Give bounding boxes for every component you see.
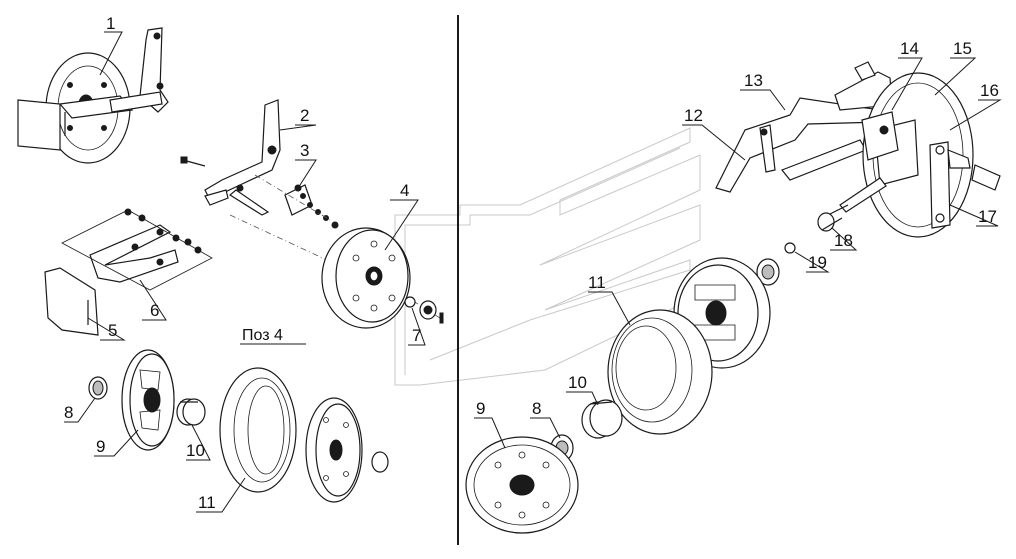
- callout-19: 19: [808, 253, 827, 272]
- callout-10-left: 10: [186, 441, 205, 460]
- part-disc-left: [305, 397, 389, 503]
- callout-17: 17: [978, 207, 997, 226]
- part-5-cover: [44, 267, 99, 336]
- part-6-bracket: [61, 208, 213, 291]
- part-10-sleeve-right: [581, 399, 623, 439]
- part-9-hub-left: [121, 349, 175, 451]
- callout-11-right: 11: [588, 273, 606, 292]
- callout-7: 7: [412, 326, 421, 345]
- part-11-tire-right: [607, 309, 713, 435]
- callout-9-left: 9: [96, 437, 105, 456]
- callout-9-right: 9: [476, 399, 485, 418]
- callout-11-left: 11: [198, 493, 216, 512]
- part-7-washer-nut: [404, 296, 444, 324]
- part-18-axle: [817, 177, 887, 232]
- callout-1: 1: [106, 14, 115, 33]
- callout-8-right: 8: [532, 399, 541, 418]
- callout-16: 16: [980, 81, 999, 100]
- callout-15: 15: [953, 39, 972, 58]
- part-3-pin-spring: [284, 184, 339, 229]
- callout-3: 3: [300, 141, 309, 160]
- axis-line-b: [254, 174, 331, 221]
- diagram-caption: Поз 4: [242, 327, 283, 344]
- part-9-hub-right: [465, 436, 579, 534]
- part-14-bracket: [861, 111, 899, 161]
- callout-10-right: 10: [568, 373, 587, 392]
- callout-18: 18: [834, 231, 853, 250]
- part-17-arm: [929, 141, 1001, 229]
- callout-6: 6: [150, 301, 159, 320]
- callout-8-left: 8: [64, 403, 73, 422]
- part-19-ring: [784, 242, 796, 254]
- callout-2: 2: [300, 106, 309, 125]
- part-2-bracket: [180, 99, 281, 216]
- callout-14: 14: [900, 39, 919, 58]
- part-4-wheel-disc: [321, 227, 411, 329]
- callout-labels: 1 2 3 4 5 6 7 8 9 10 11 8 9 10 11 12 13 …: [64, 14, 999, 512]
- part-10-sleeve-left: [176, 398, 206, 426]
- callout-13: 13: [744, 71, 763, 90]
- callout-leaders: [64, 31, 1002, 513]
- part-bearing-right-top: [756, 258, 780, 286]
- callout-4: 4: [400, 181, 409, 200]
- part-8-bearing-left: [88, 376, 108, 400]
- part-1-wheel-assembly: [17, 27, 169, 164]
- callout-12: 12: [684, 106, 703, 125]
- callout-5: 5: [108, 321, 117, 340]
- part-11-tire-left: [219, 367, 297, 493]
